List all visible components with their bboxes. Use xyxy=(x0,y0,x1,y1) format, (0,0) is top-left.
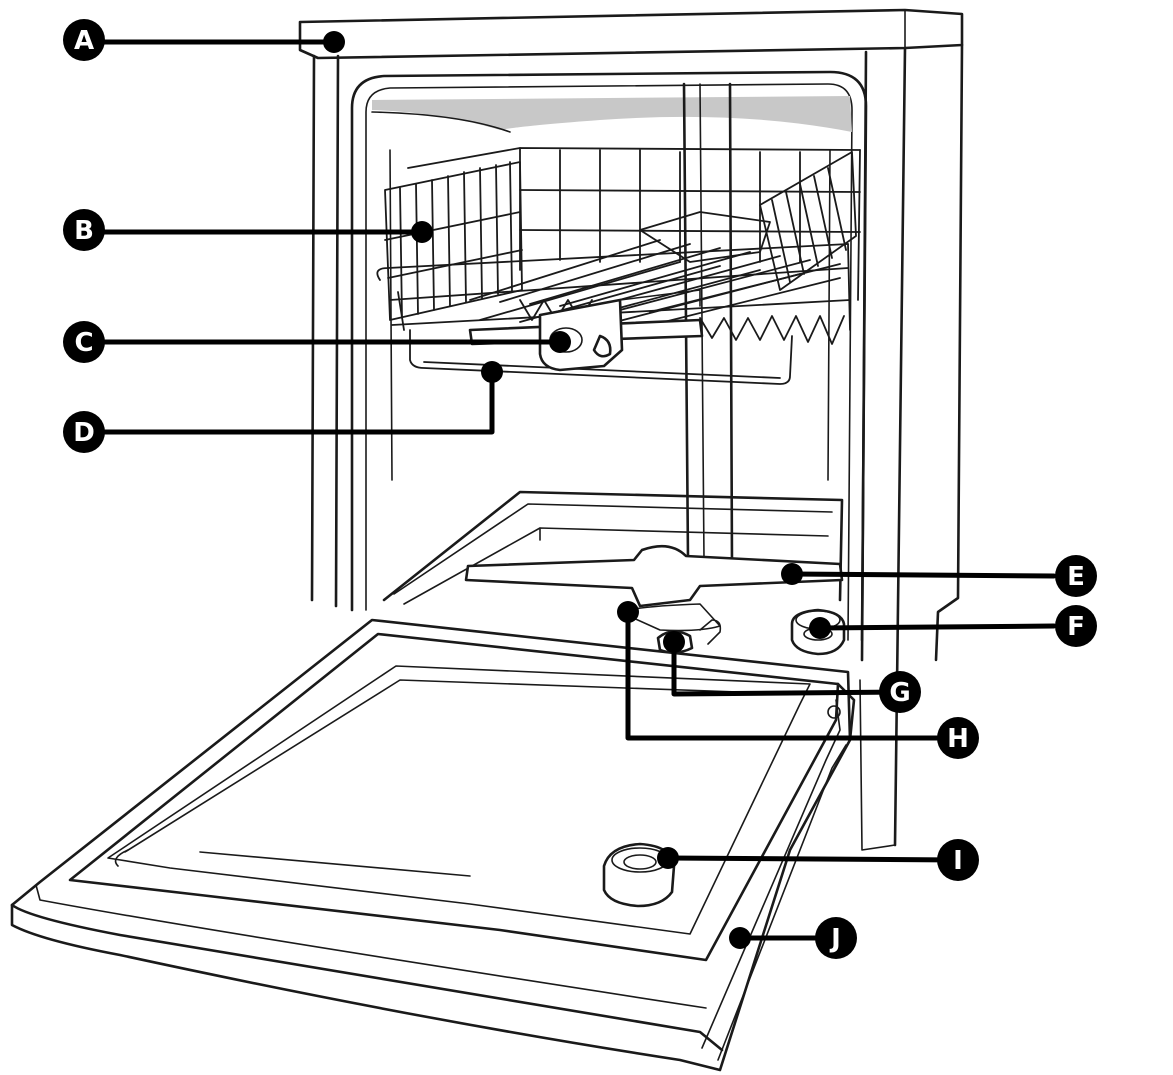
callout-J-label: J xyxy=(829,924,841,954)
callout-C: C xyxy=(63,321,105,363)
cabinet-left-side xyxy=(310,54,340,608)
callout-G-label: G xyxy=(889,678,910,708)
lower-spray-arm xyxy=(464,544,844,608)
callout-G: G xyxy=(879,671,921,713)
callout-E: E xyxy=(1055,555,1097,597)
callout-A: A xyxy=(63,19,105,61)
callout-B-label: B xyxy=(74,216,94,246)
leader-F xyxy=(817,623,1057,631)
leader-I xyxy=(665,855,961,863)
dishwasher-cabinet xyxy=(298,8,964,851)
upper-rack xyxy=(376,147,861,385)
leader-E xyxy=(789,571,1057,579)
callout-D-label: D xyxy=(73,418,95,448)
callout-I-label: I xyxy=(953,846,963,876)
leader-G xyxy=(671,639,901,697)
door-slab xyxy=(10,618,852,1072)
leader-D xyxy=(85,369,495,435)
detergent-dispenser xyxy=(602,842,676,908)
callout-D: D xyxy=(63,411,105,453)
tub-opening xyxy=(350,70,868,642)
rack-rail xyxy=(409,329,793,385)
callout-B: B xyxy=(63,209,105,251)
callout-C-label: C xyxy=(74,328,93,358)
callout-A-label: A xyxy=(74,26,94,56)
upper-spray-arm xyxy=(468,289,704,372)
callout-E-label: E xyxy=(1067,562,1085,592)
callout-F-label: F xyxy=(1067,612,1085,642)
top-panel xyxy=(298,8,964,60)
callout-I: I xyxy=(937,839,979,881)
callout-J: J xyxy=(815,917,857,959)
callout-F: F xyxy=(1055,605,1097,647)
leader-lines xyxy=(85,31,1057,949)
callout-H-label: H xyxy=(947,724,969,754)
dishwasher-door xyxy=(10,618,856,1072)
leader-H xyxy=(625,609,961,741)
callout-H: H xyxy=(937,717,979,759)
tub-ceiling-shade xyxy=(372,96,852,132)
